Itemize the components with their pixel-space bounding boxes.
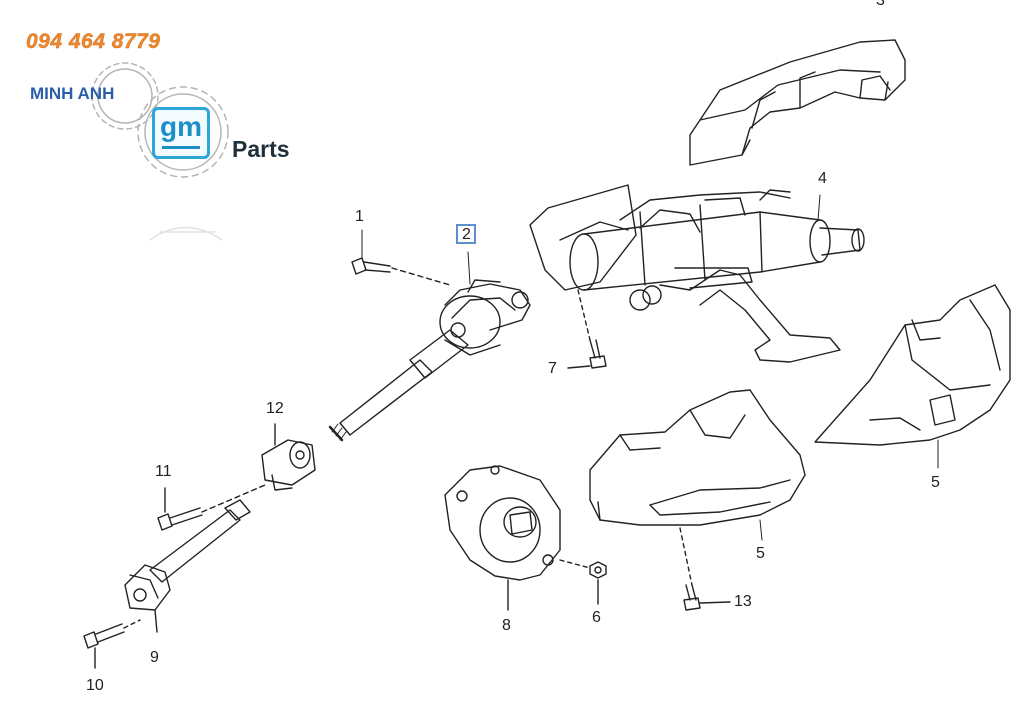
callout-10[interactable]: 10 [86,677,104,694]
part-5-right-trim-panel [814,284,1011,446]
part-12-coupling [261,423,316,491]
brand-name: MINH ANH [30,84,115,103]
callout-13[interactable]: 13 [734,593,752,610]
leader-lines [361,194,939,541]
part-6-nut [559,559,607,605]
callout-6[interactable]: 6 [592,609,601,626]
gm-logo-box [152,107,210,159]
part-8-bearing-plate [444,465,561,611]
callout-8[interactable]: 8 [502,617,511,634]
callout-5-center[interactable]: 5 [756,545,765,562]
part-5-lower-shroud [589,389,806,526]
callout-1[interactable]: 1 [355,208,364,225]
callout-12[interactable]: 12 [266,400,284,417]
part-9-lower-shaft [124,499,251,633]
callout-4[interactable]: 4 [818,170,827,187]
parts-label: Parts [232,136,290,162]
gm-logo-text: gm [160,111,202,142]
part-7-screw [567,289,607,369]
part-4-steering-column [529,184,865,363]
callout-3[interactable]: 3 [876,0,885,9]
phone-number: 094 464 8779 [26,30,161,53]
part-13-screw [679,527,731,611]
callout-2[interactable]: 2 [462,226,471,243]
callout-7[interactable]: 7 [548,360,557,377]
part-11-bolt [157,484,266,531]
callout-9[interactable]: 9 [150,649,159,666]
part-3-upper-trim-cover [689,39,906,166]
part-2-intermediate-shaft [328,279,531,442]
part-1-bolt [351,257,451,286]
callout-11[interactable]: 11 [155,463,172,480]
logo-gear-icon [91,62,229,178]
part-10-bolt [83,619,141,669]
faded-watermark [149,226,223,241]
selection-box [456,224,476,244]
callout-5-right[interactable]: 5 [931,474,940,491]
gm-logo-underline [162,146,200,149]
